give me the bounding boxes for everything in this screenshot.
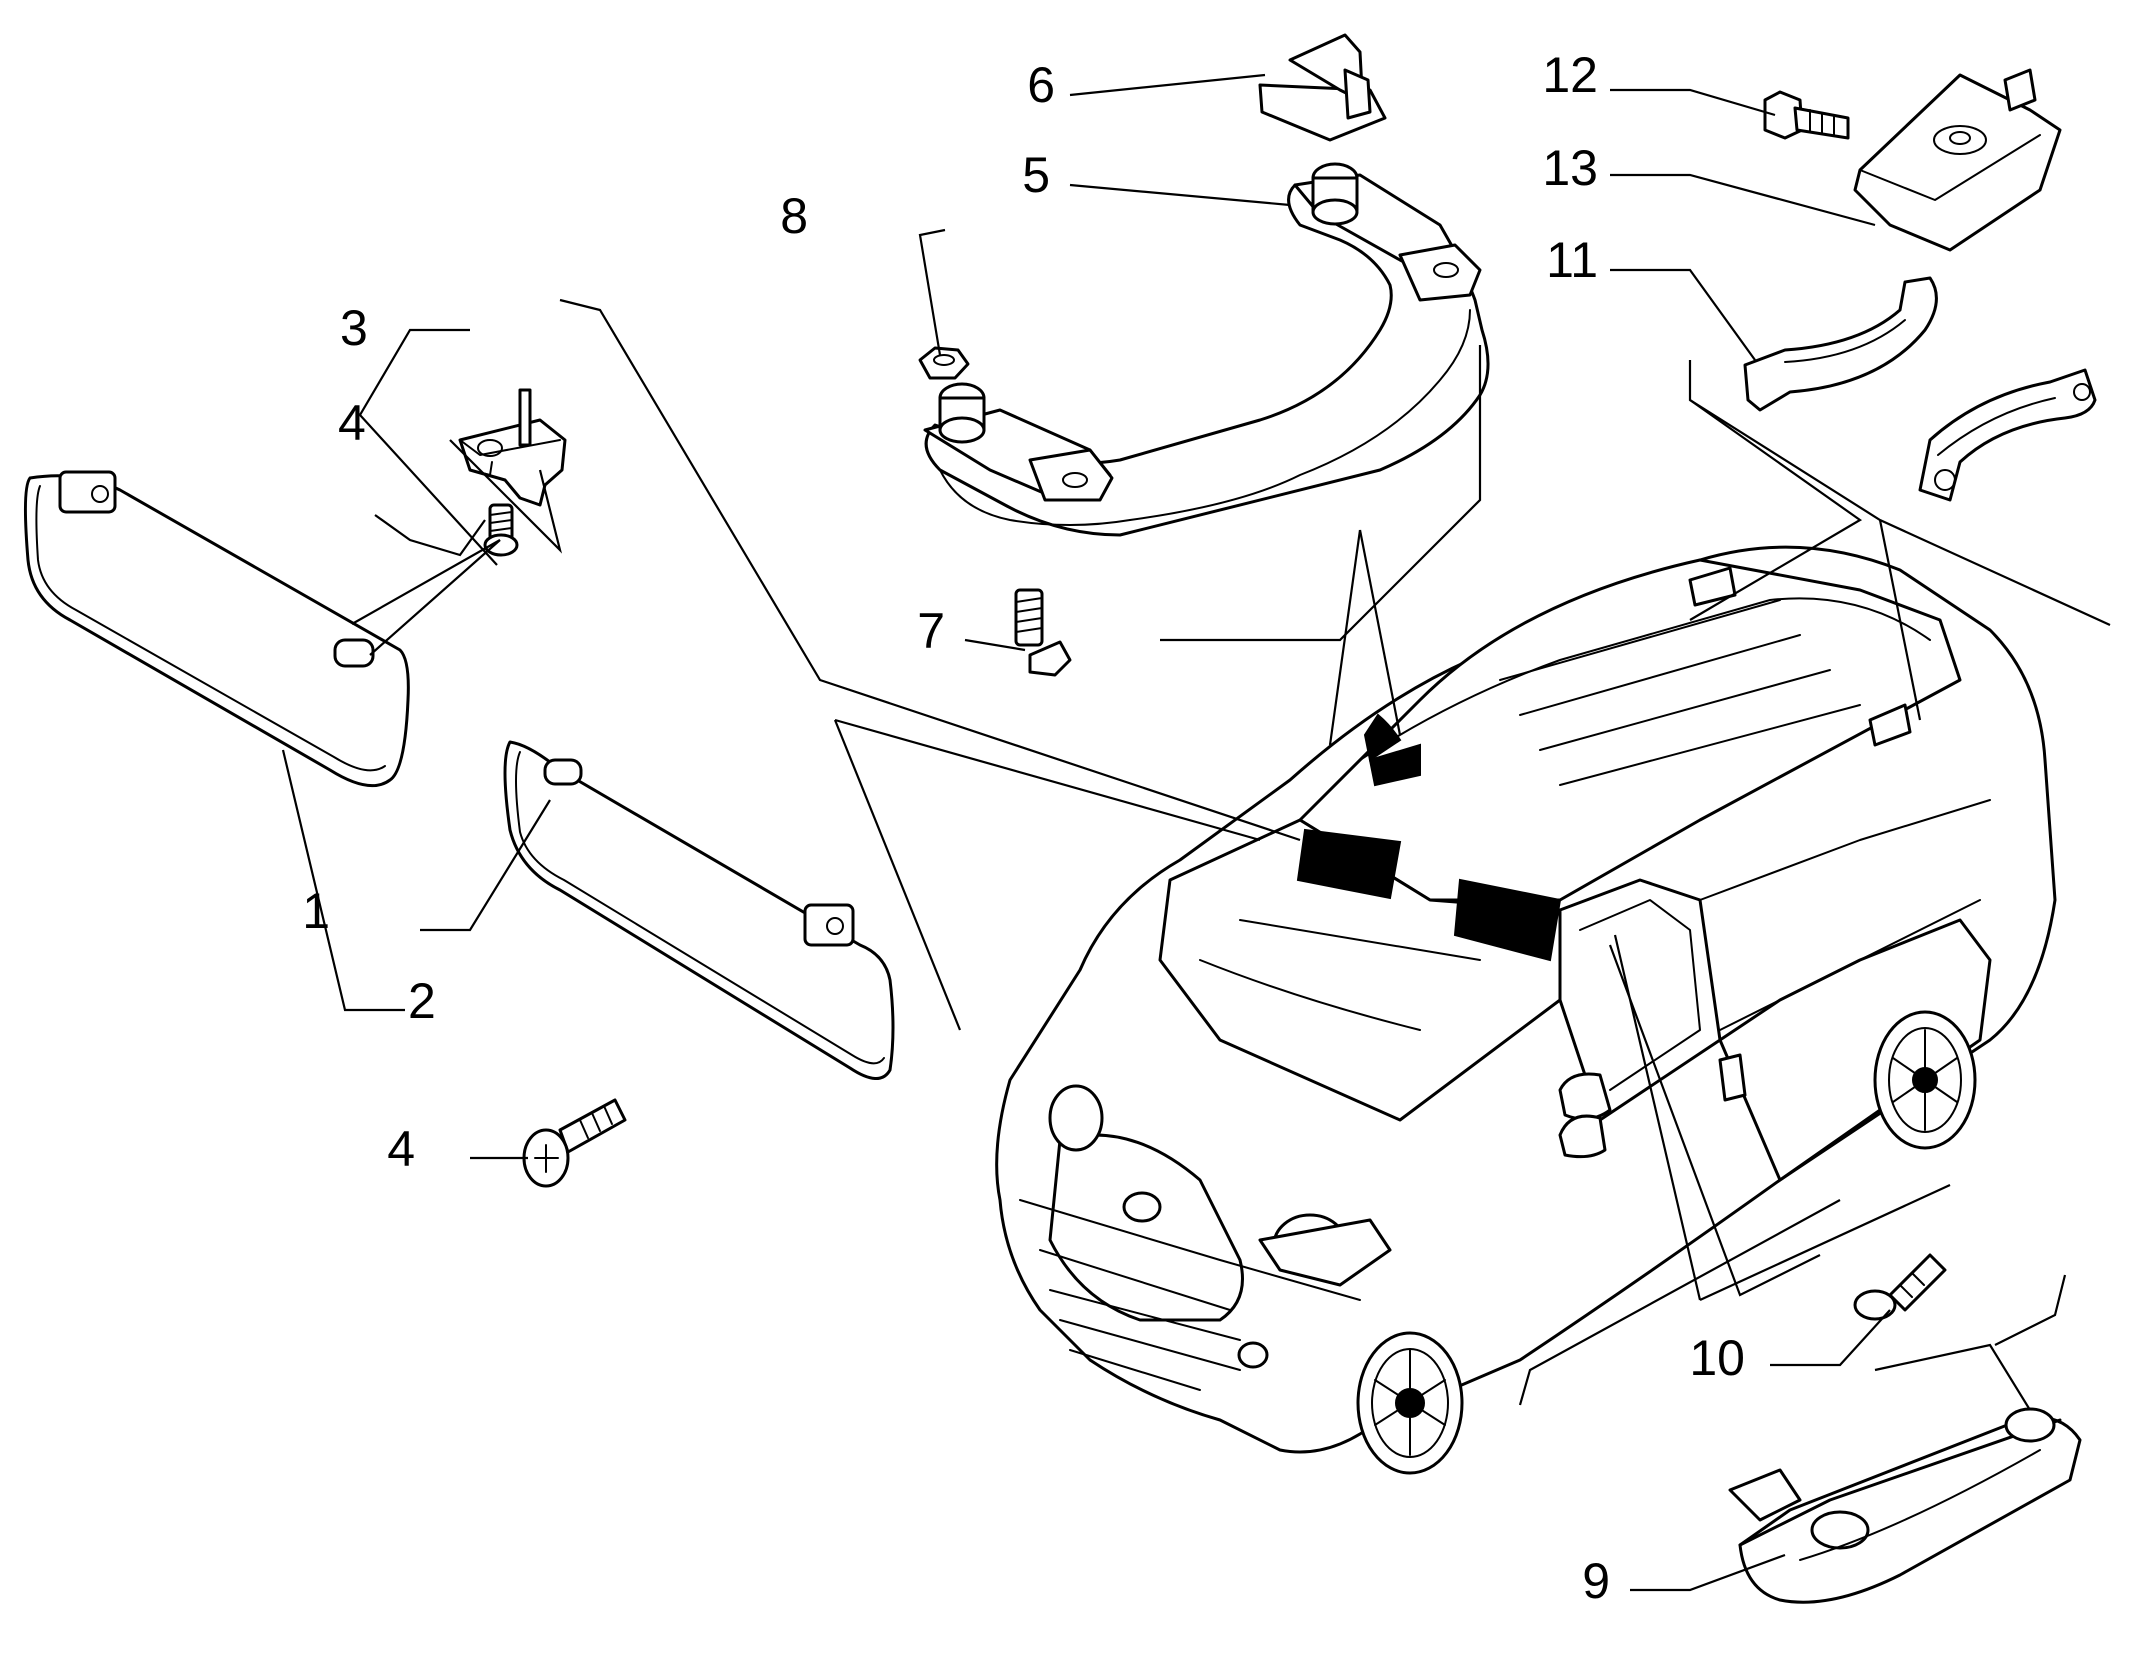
callout-2: 2 (408, 973, 436, 1029)
visor-bracket[interactable] (458, 388, 567, 507)
callout-5: 5 (1022, 147, 1050, 203)
clip-nut[interactable] (1853, 68, 2062, 252)
handle-clip[interactable] (1258, 33, 1387, 142)
callout-4b: 4 (387, 1121, 415, 1177)
handle-small-a[interactable] (1743, 276, 1938, 412)
callout-1: 1 (302, 883, 330, 939)
callout-11: 11 (1546, 232, 1598, 288)
leader-lines (281, 73, 2111, 1592)
callout-8: 8 (780, 188, 808, 244)
callout-7: 7 (917, 603, 945, 659)
interior-lamp[interactable] (1728, 1407, 2082, 1604)
callout-6: 6 (1027, 57, 1055, 113)
bolt-small[interactable] (1763, 90, 1850, 140)
screw-lower[interactable] (1853, 1253, 1947, 1321)
callout-3: 3 (340, 300, 368, 356)
grab-handle[interactable] (923, 162, 1490, 537)
callout-13: 13 (1542, 140, 1598, 196)
callout-4a: 4 (338, 395, 366, 451)
nut[interactable] (918, 346, 970, 380)
screw-large[interactable] (522, 1098, 627, 1188)
callout-12: 12 (1542, 47, 1598, 103)
van-illustration (995, 545, 2057, 1475)
callout-9: 9 (1582, 1553, 1610, 1609)
callout-labels: 1 2 3 4 4 5 6 7 8 9 10 11 12 13 (302, 47, 1745, 1609)
screw-small[interactable] (483, 503, 519, 557)
bolt[interactable] (1014, 588, 1072, 677)
callout-10: 10 (1689, 1330, 1745, 1386)
sun-visor-left[interactable] (23, 470, 410, 788)
sun-visor-right[interactable] (503, 740, 895, 1080)
handle-small-b[interactable] (1918, 368, 2097, 502)
